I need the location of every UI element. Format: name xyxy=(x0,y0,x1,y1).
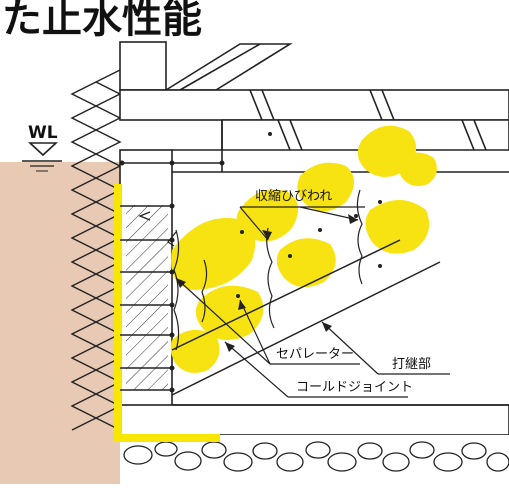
separator-ends xyxy=(119,132,382,393)
shrinkage-cracks-label: 収縮ひびわれ xyxy=(255,188,332,204)
upper-structure xyxy=(119,41,509,151)
construction-joints xyxy=(171,239,441,396)
separator-label: セパレーター xyxy=(276,347,354,362)
separators xyxy=(120,162,222,391)
water-level-label: WL xyxy=(28,123,58,143)
floor-slab xyxy=(119,404,509,436)
wall-crack-mark xyxy=(138,211,177,247)
cold-joint-label: コールドジョイント xyxy=(296,380,413,395)
waterproof-membrane xyxy=(114,184,220,442)
construction-joint-callout: 打継部 xyxy=(321,321,450,375)
shrinkage-cracks-callout: 収縮ひびわれ xyxy=(239,188,365,241)
cold-joint-callout: コールドジョイント xyxy=(224,341,413,398)
earth-hatching xyxy=(70,69,122,431)
separator-callout: セパレーター xyxy=(175,277,360,365)
soil-area xyxy=(0,162,120,484)
construction-joint-label: 打継部 xyxy=(392,357,431,372)
basement-wall xyxy=(119,149,173,411)
leak-stains xyxy=(170,125,437,373)
page-title: た止水性能 xyxy=(2,0,202,42)
water-level-triangle-icon xyxy=(27,142,59,157)
water-level-marker: WL xyxy=(22,123,62,172)
